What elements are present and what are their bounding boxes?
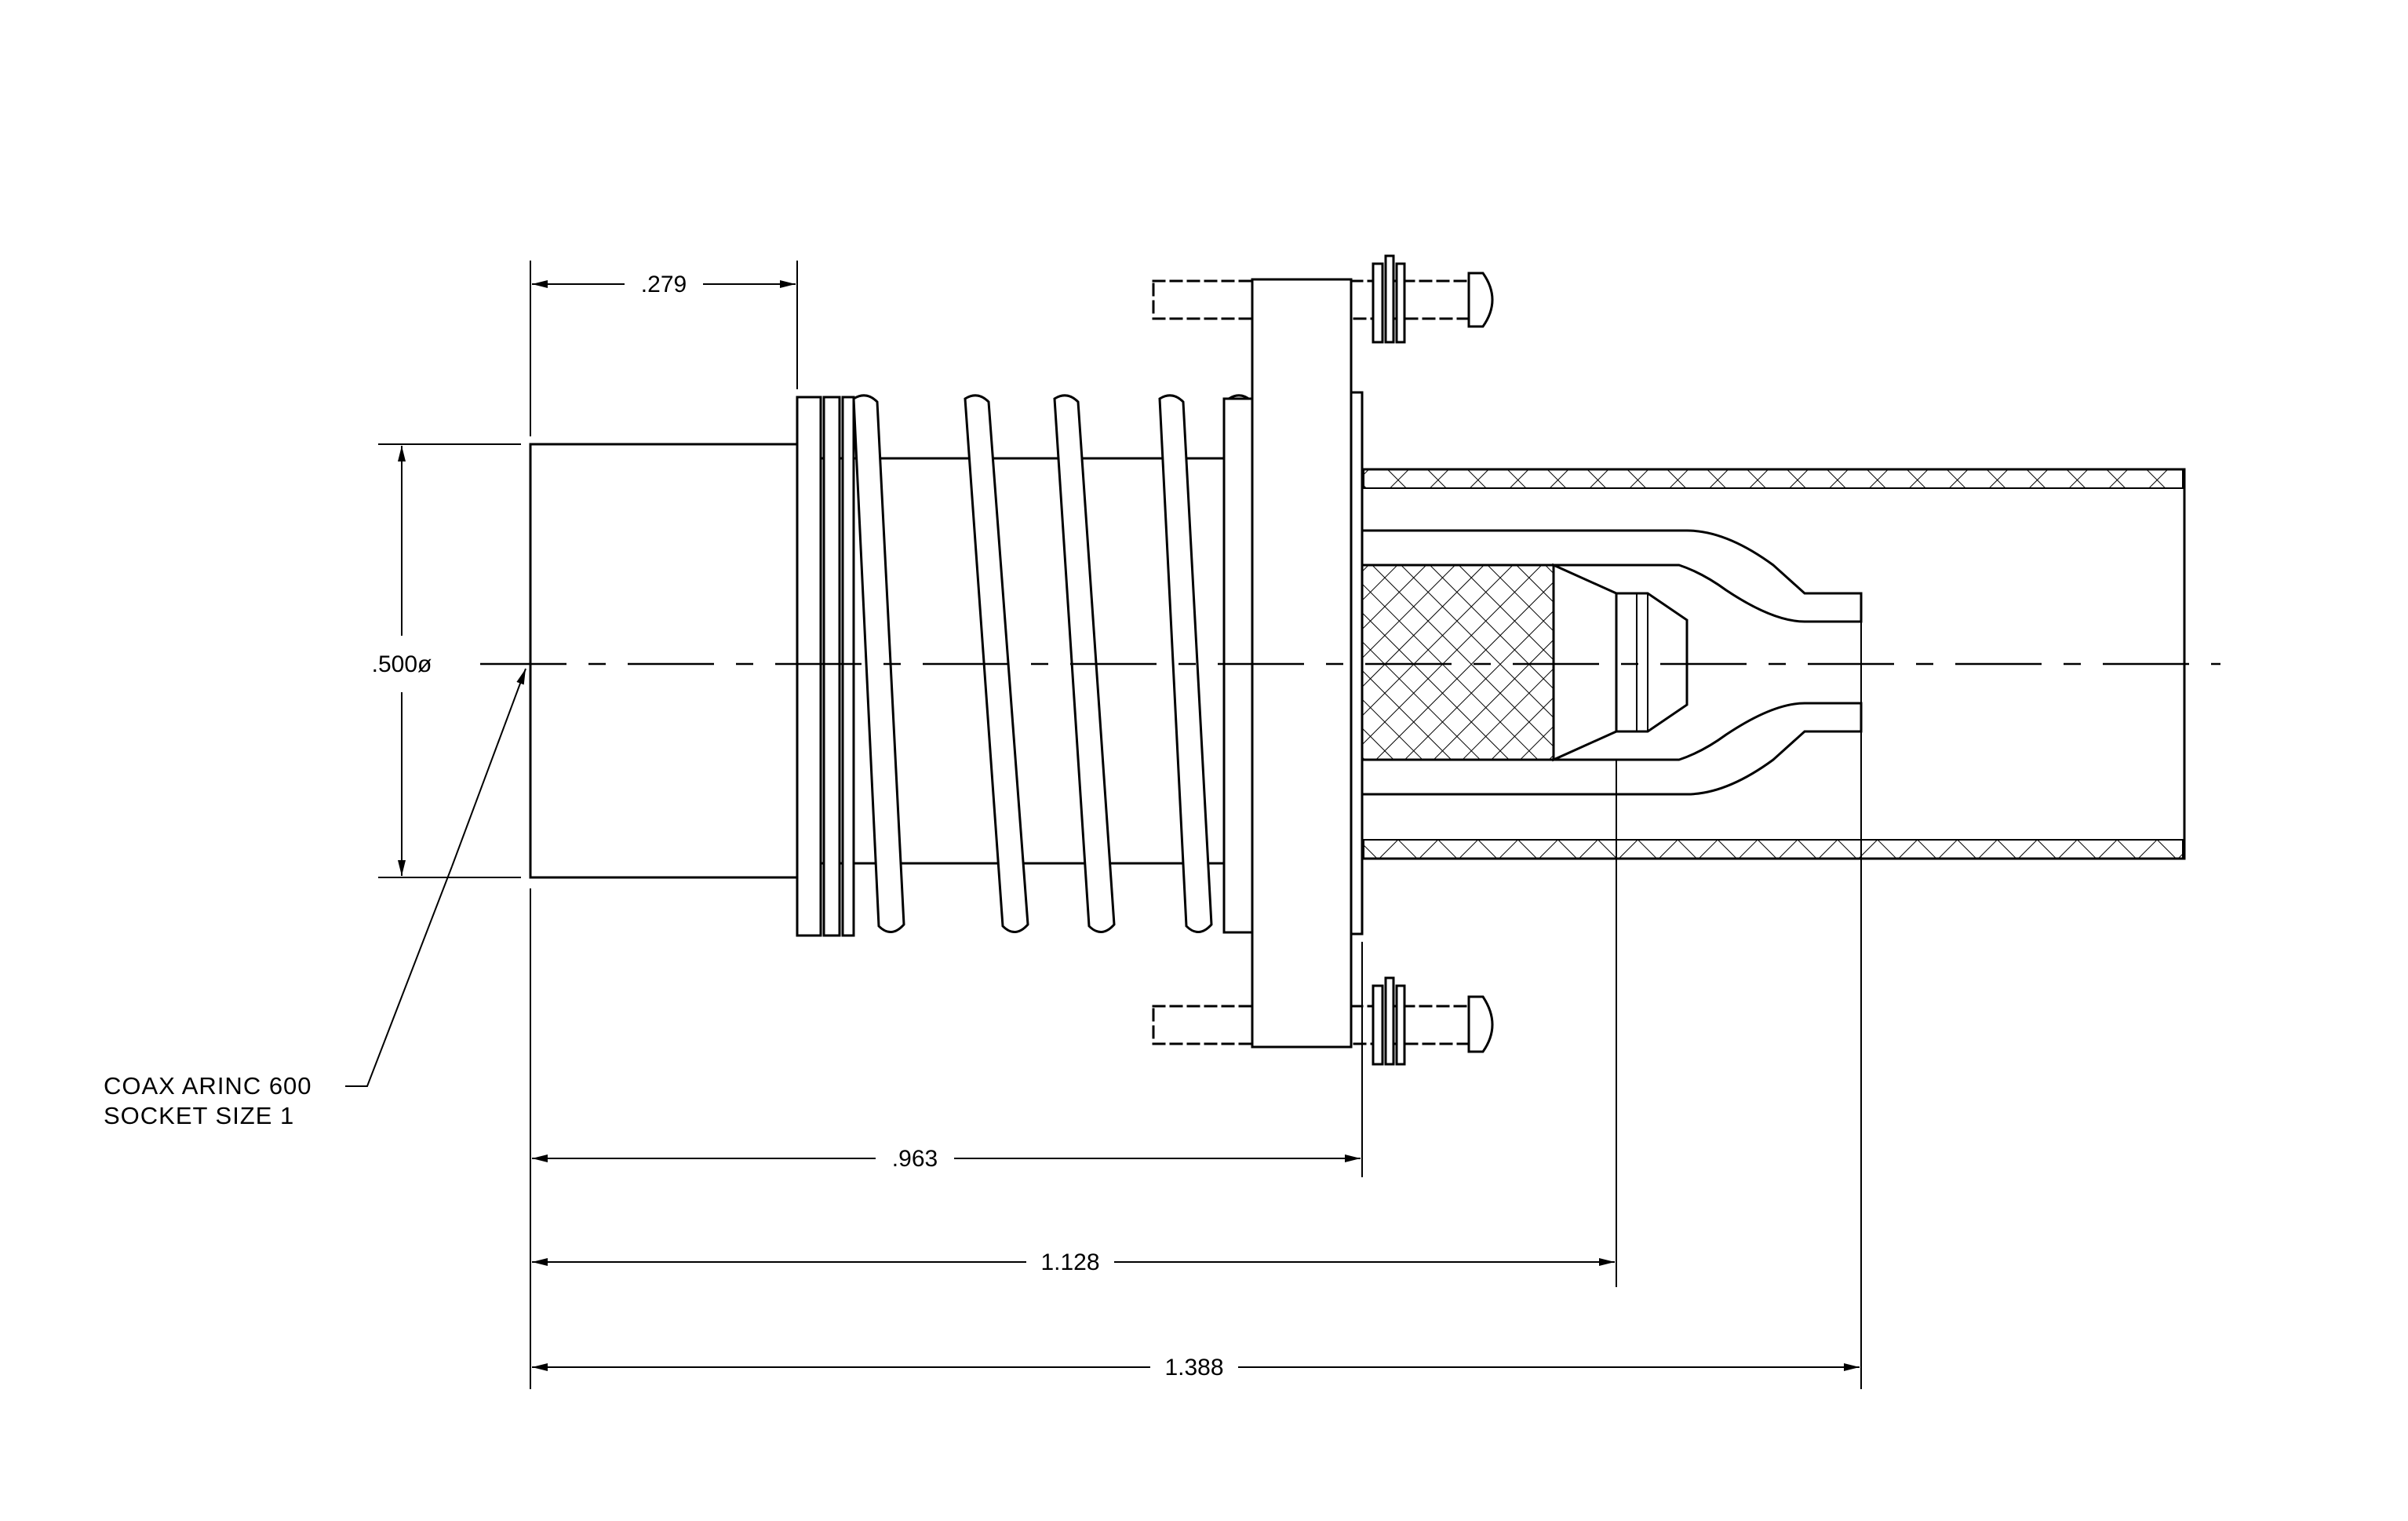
coil-spring <box>852 394 1254 934</box>
note-line-1: COAX ARINC 600 <box>104 1072 312 1100</box>
dimension-1128: 1.128 <box>532 1249 1615 1275</box>
lower-screw <box>1152 976 1494 1066</box>
dimension-500-label: .500ø <box>372 651 432 677</box>
dimension-1388-label: 1.388 <box>1164 1355 1223 1381</box>
dimension-279: .279 <box>532 272 796 297</box>
section-view <box>1361 468 2186 860</box>
extension-lines <box>378 261 1862 1389</box>
dimension-279-label: .279 <box>641 272 687 297</box>
connector-body <box>529 396 1262 937</box>
dimension-963-label: .963 <box>892 1146 938 1172</box>
dimension-500-diameter: .500ø <box>372 446 432 876</box>
note-line-2: SOCKET SIZE 1 <box>104 1102 294 1129</box>
dimension-1128-label: 1.128 <box>1040 1249 1099 1275</box>
upper-screw <box>1152 254 1494 344</box>
dimension-1388: 1.388 <box>532 1355 1860 1381</box>
leader-note: COAX ARINC 600 SOCKET SIZE 1 <box>104 668 526 1129</box>
dimension-963: .963 <box>532 1146 1361 1172</box>
